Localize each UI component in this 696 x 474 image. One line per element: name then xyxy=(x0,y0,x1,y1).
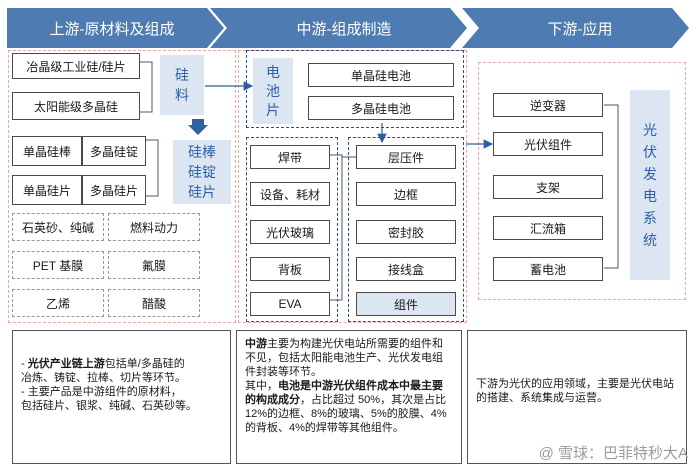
note-upstream: - 光伏产业链上游包括单/多晶硅的 冶炼、铸锭、拉棒、切片等环节。 - 主要产品… xyxy=(12,330,231,464)
box-quartz-soda: 石英砂、纯碱 xyxy=(12,213,104,241)
box-equipment: 设备、耗材 xyxy=(250,182,330,206)
box-poly-wafer: 多晶硅片 xyxy=(82,175,146,205)
box-battery: 蓄电池 xyxy=(493,257,603,281)
box-ethylene: 乙烯 xyxy=(12,289,104,317)
box-combiner-box: 汇流箱 xyxy=(493,216,603,240)
upstream-section xyxy=(8,50,236,323)
box-fluoro-film: 氟膜 xyxy=(108,251,200,279)
downstream-section xyxy=(478,62,686,300)
box-pv-glass: 光伏玻璃 xyxy=(250,220,330,244)
box-eva: EVA xyxy=(250,292,330,316)
label-silicon-material: 硅 料 xyxy=(160,55,204,115)
box-poly-ingot: 多晶硅锭 xyxy=(82,136,146,166)
watermark: @ 雪球：巴菲特秒大A xyxy=(538,445,688,462)
box-laminate: 层压件 xyxy=(356,145,456,169)
header-upstream: 上游-原材料及组成 xyxy=(49,20,175,38)
note-midstream: 中游主要为构建光伏电站所需要的组件和不见，包括太阳能电池生产、光伏发电组件封装等… xyxy=(236,330,462,464)
box-pet-film: PET 基膜 xyxy=(12,251,104,279)
box-pv-module: 光伏组件 xyxy=(493,132,603,156)
box-mono-cell: 单晶硅电池 xyxy=(308,63,454,87)
box-ribbon: 焊带 xyxy=(250,145,330,169)
box-mono-wafer: 单晶硅片 xyxy=(12,175,82,205)
box-inverter: 逆变器 xyxy=(493,93,603,117)
box-acetic-acid: 醋酸 xyxy=(108,289,200,317)
box-poly-cell: 多晶硅电池 xyxy=(308,96,454,120)
box-junction-box: 接线盒 xyxy=(356,257,456,281)
process-group xyxy=(348,137,464,322)
header-downstream: 下游-应用 xyxy=(547,20,613,38)
down-arrow-icon xyxy=(188,119,208,135)
box-mono-rod: 单晶硅棒 xyxy=(12,136,82,166)
cell-group xyxy=(246,50,464,128)
box-bracket: 支架 xyxy=(493,175,603,199)
inputs-group xyxy=(246,137,338,322)
box-backsheet: 背板 xyxy=(250,257,330,281)
box-frame: 边框 xyxy=(356,182,456,206)
box-fuel-power: 燃料动力 xyxy=(108,213,200,241)
header-midstream: 中游-组成制造 xyxy=(296,20,392,38)
box-sealant: 密封胶 xyxy=(356,220,456,244)
box-module: 组件 xyxy=(356,292,456,316)
box-solar-polysilicon: 太阳能级多晶硅 xyxy=(12,92,140,120)
label-cell: 电 池 片 xyxy=(253,58,293,124)
note-downstream: 下游为光伏的应用领域，主要是光伏电站的搭建、系统集成与运营。 xyxy=(467,330,687,464)
label-rod-ingot-wafer: 硅棒 硅锭 硅片 xyxy=(173,140,231,204)
label-pv-system: 光 伏 发 电 系 统 xyxy=(630,90,670,280)
header-chevrons xyxy=(7,8,689,48)
box-metallurgical-silicon: 冶晶级工业硅/硅片 xyxy=(12,53,140,79)
